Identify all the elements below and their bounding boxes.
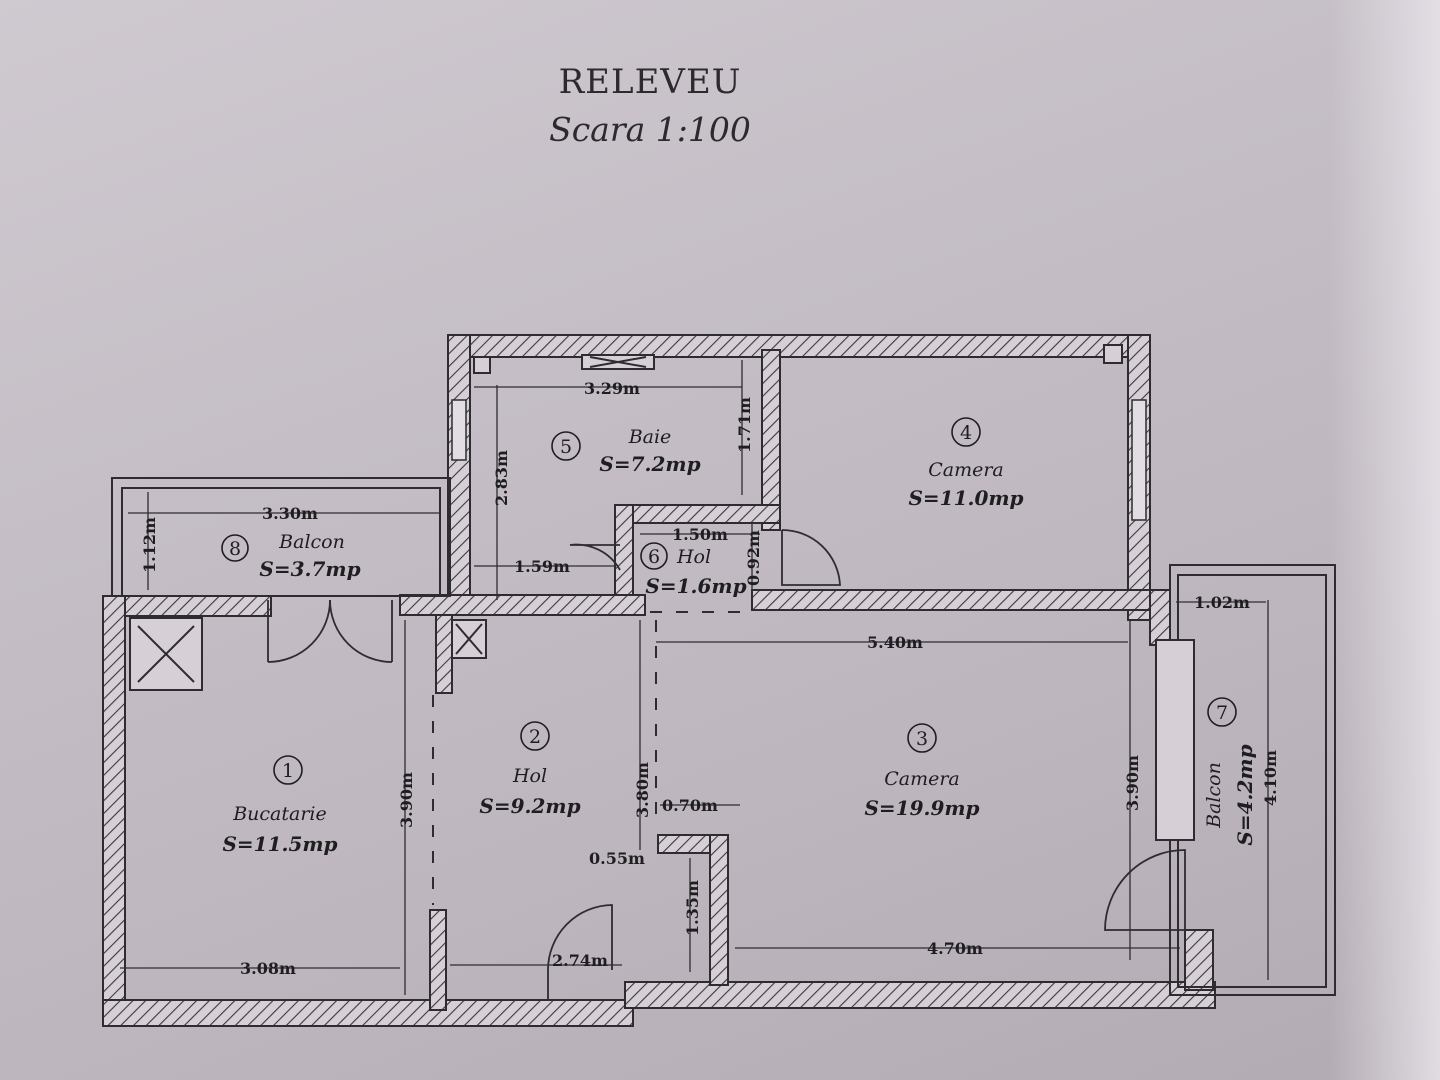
wall-camera3-right-top: [1149, 589, 1171, 646]
room-6-area: S=1.6mp: [645, 574, 746, 598]
room-7: 7 Balcon S=4.2mp: [1203, 697, 1257, 846]
wall-hol-top: [399, 594, 646, 616]
dim-hol2-width: 2.74m: [552, 951, 608, 970]
windows: [451, 399, 1147, 521]
plan-title: RELEVEU: [558, 62, 742, 102]
dim-hol6-width: 1.50m: [672, 525, 728, 544]
dim-hol2-height: 3.80m: [633, 762, 652, 818]
dim-baie-height: 2.83m: [492, 450, 511, 506]
doors: [267, 529, 1186, 1000]
dim-balcon8-height: 1.12m: [140, 517, 159, 573]
room-3-name: Camera: [884, 768, 960, 790]
dimension-labels: 3.29m 2.83m 1.71m 3.30m 1.12m 1.50m 1.59…: [140, 379, 1280, 978]
dim-balcon7-height: 4.10m: [1261, 750, 1280, 806]
dim-camera3-height: 3.90m: [1123, 755, 1142, 811]
room-5-name: Baie: [628, 426, 672, 448]
wall-top: [447, 334, 1149, 358]
room-8-name: Balcon: [278, 531, 345, 553]
wall-camera3-right-bottom: [1184, 929, 1214, 991]
dim-hol6-left: 1.59m: [514, 557, 570, 576]
wall-baie-left: [447, 334, 471, 611]
wall-camera4-bottom: [751, 589, 1151, 611]
dim-baie-width: 3.29m: [584, 379, 640, 398]
room-8-number: 8: [229, 538, 241, 560]
openings: [432, 611, 750, 905]
wall-partition-baie: [761, 349, 781, 531]
dim-camera3-bottom: 4.70m: [927, 939, 983, 958]
wall-hol2-upper: [435, 614, 453, 694]
room-4-area: S=11.0mp: [908, 486, 1023, 510]
dim-bucatarie-height: 3.90m: [397, 772, 416, 828]
room-3-number: 3: [916, 728, 928, 750]
dim-bucatarie-width: 3.08m: [240, 959, 296, 978]
room-1-number: 1: [282, 760, 294, 782]
room-1-area: S=11.5mp: [222, 832, 337, 856]
room-1: 1 Bucatarie S=11.5mp: [222, 755, 338, 856]
room-8-area: S=3.7mp: [259, 557, 360, 581]
room-4: 4 Camera S=11.0mp: [908, 417, 1024, 510]
dim-balcon7-width: 1.02m: [1194, 593, 1250, 612]
room-8: 8 Balcon S=3.7mp: [221, 531, 361, 581]
walls: [102, 334, 1216, 1027]
dim-baie-side: 1.71m: [735, 397, 754, 453]
room-5-area: S=7.2mp: [599, 452, 700, 476]
dimension-lines: [120, 360, 1269, 995]
wall-hol2-lower: [429, 909, 447, 1011]
wall-bottom-right: [624, 981, 1216, 1009]
room-7-number: 7: [1216, 702, 1228, 724]
room-3: 3 Camera S=19.9mp: [864, 723, 980, 820]
wall-niche-right: [709, 834, 729, 986]
wall-outer-left: [102, 595, 126, 1027]
dim-niche-offset: 0.55m: [589, 849, 645, 868]
dim-niche-width: 0.70m: [662, 796, 718, 815]
room-7-name: Balcon: [1203, 762, 1225, 829]
room-labels: 1 Bucatarie S=11.5mp 2 Hol S=9.2mp 3 Cam…: [221, 417, 1257, 856]
room-6: 6 Hol S=1.6mp: [640, 542, 747, 598]
wall-bucatarie-top: [102, 595, 272, 617]
room-7-area: S=4.2mp: [1233, 744, 1257, 845]
wall-bottom-left: [102, 999, 634, 1027]
room-2-area: S=9.2mp: [479, 794, 580, 818]
dim-balcon8-width: 3.30m: [262, 504, 318, 523]
room-2-name: Hol: [512, 765, 547, 787]
balconies: [111, 477, 1336, 996]
dim-hol6-height: 0.92m: [744, 530, 763, 586]
room-6-number: 6: [648, 546, 660, 568]
room-5: 5 Baie S=7.2mp: [551, 426, 701, 476]
room-3-area: S=19.9mp: [864, 796, 979, 820]
plan-scale: Scara 1:100: [549, 110, 751, 149]
wall-baie-bottom: [614, 504, 781, 524]
room-4-number: 4: [960, 422, 972, 444]
room-2: 2 Hol S=9.2mp: [479, 721, 581, 818]
room-1-name: Bucatarie: [232, 803, 327, 825]
dim-camera3-width: 5.40m: [867, 633, 923, 652]
paper-edge: [1330, 0, 1440, 1080]
room-6-name: Hol: [676, 546, 711, 568]
ventilation-ducts: [129, 344, 1123, 691]
room-2-number: 2: [529, 726, 541, 748]
room-5-number: 5: [560, 436, 572, 458]
room-4-name: Camera: [928, 459, 1004, 481]
dim-niche-height: 1.35m: [683, 880, 702, 936]
